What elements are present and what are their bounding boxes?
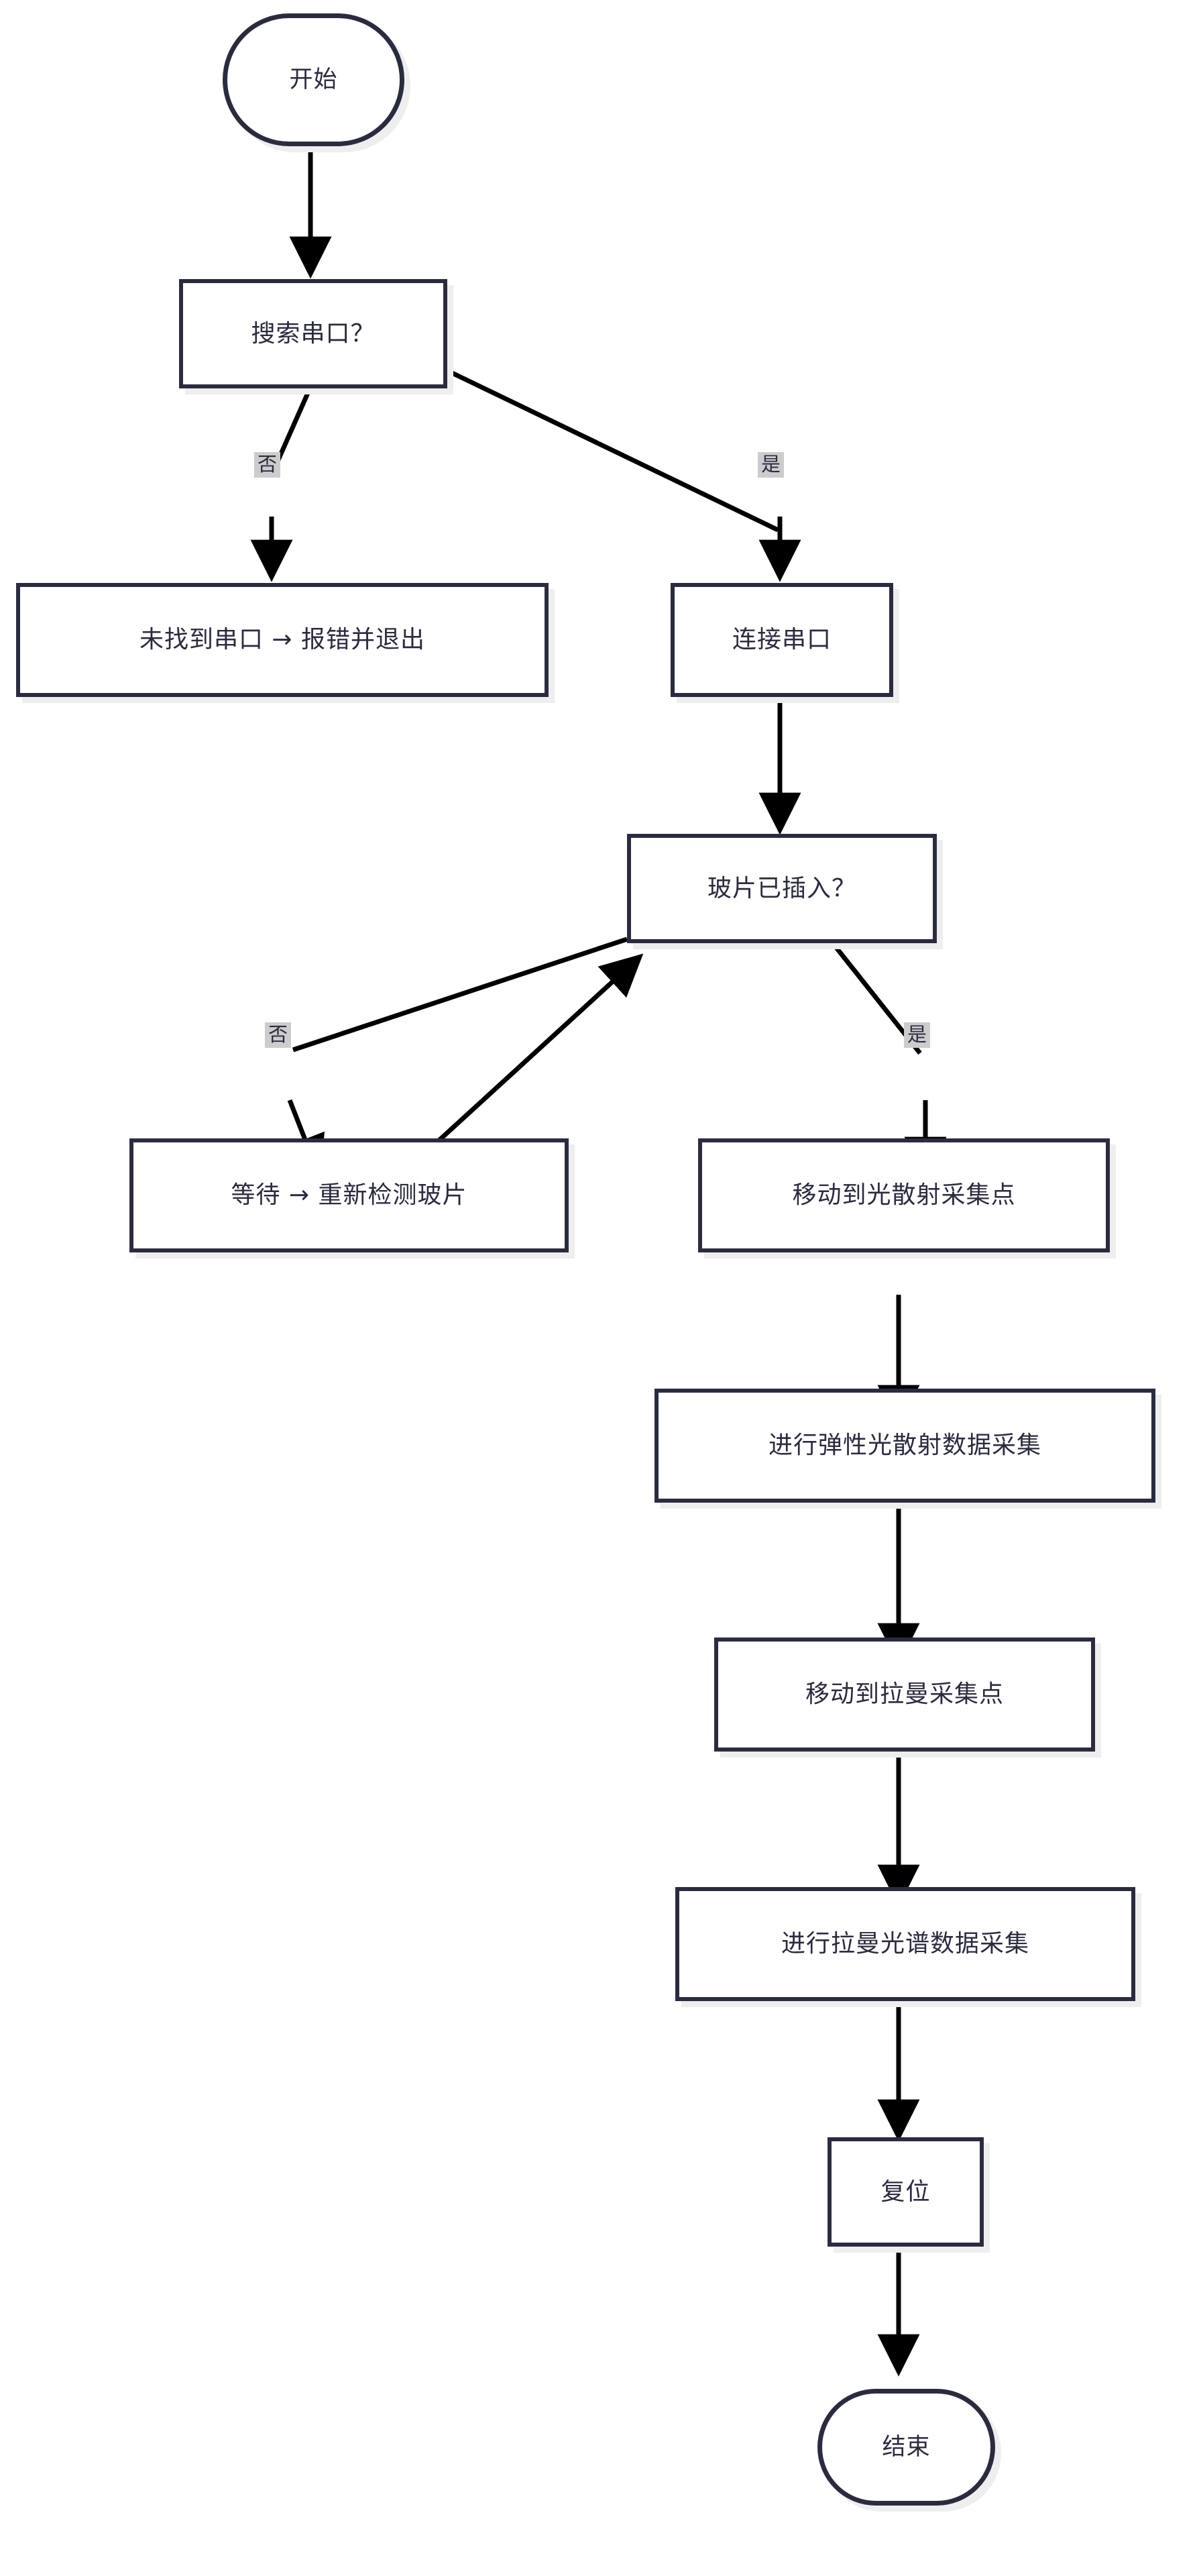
edge-label-search-no: 否 (254, 452, 281, 478)
node-label: 玻片已插入？ (707, 874, 856, 902)
node-body (698, 1138, 1110, 1252)
node-end[interactable]: 结束 (817, 2389, 1001, 2512)
node-body (16, 583, 549, 697)
node-label: 搜索串口？ (251, 319, 376, 347)
node-move-to-scatter-point[interactable]: 移动到光散射采集点 (698, 1138, 1116, 1258)
node-label: 移动到拉曼采集点 (805, 1680, 1004, 1709)
node-wait-recheck-slide[interactable]: 等待 → 重新检测玻片 (129, 1138, 575, 1258)
node-acquire-raman-spectrum[interactable]: 进行拉曼光谱数据采集 (675, 1887, 1141, 2007)
node-label: 等待 → 重新检测玻片 (231, 1181, 467, 1210)
node-label: 复位 (880, 2178, 931, 2206)
node-body (179, 279, 447, 388)
edge-label-search-yes: 是 (758, 452, 785, 478)
edge-label-slide-no: 否 (265, 1022, 292, 1049)
node-start[interactable]: 开始 (223, 13, 410, 152)
node-serial-not-found[interactable]: 未找到串口 → 报错并退出 (16, 583, 555, 703)
node-acquire-elastic-scatter[interactable]: 进行弹性光散射数据采集 (654, 1389, 1161, 1509)
node-label: 进行拉曼光谱数据采集 (781, 1930, 1029, 1958)
node-body (223, 13, 404, 146)
node-label: 连接串口 (732, 626, 832, 654)
node-body (817, 2389, 995, 2506)
edge-search-yes-upper (447, 368, 779, 533)
node-label: 移动到光散射采集点 (792, 1181, 1016, 1210)
node-label: 进行弹性光散射数据采集 (768, 1432, 1041, 1460)
node-reset[interactable]: 复位 (828, 2137, 990, 2253)
node-label: 未找到串口 → 报错并退出 (139, 626, 426, 654)
node-search-serial-decision[interactable]: 搜索串口？ (179, 279, 453, 394)
edge-slide-no-upper (292, 936, 628, 1053)
edge-search-no-upper (274, 386, 313, 464)
edge-label-slide-yes: 是 (904, 1022, 931, 1049)
node-move-to-raman-point[interactable]: 移动到拉曼采集点 (714, 1638, 1101, 1758)
node-body (627, 834, 937, 943)
node-label: 结束 (882, 2433, 931, 2461)
node-slide-inserted-decision[interactable]: 玻片已插入？ (627, 834, 943, 949)
node-label: 开始 (289, 66, 338, 93)
node-connect-serial[interactable]: 连接串口 (671, 583, 899, 703)
